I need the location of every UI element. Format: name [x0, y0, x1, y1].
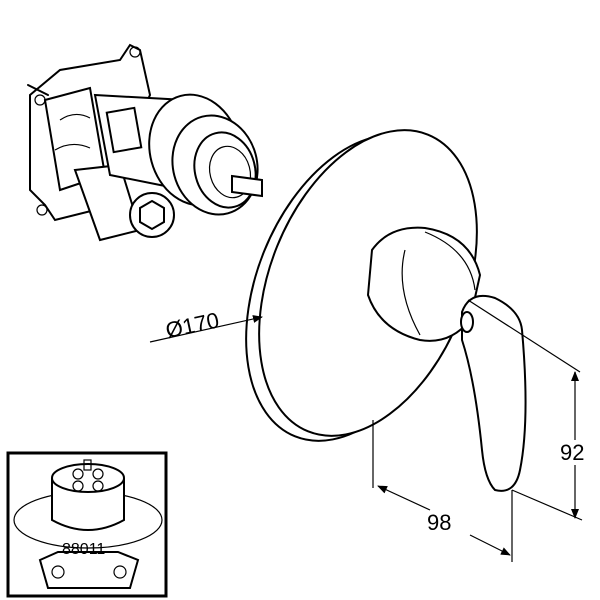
depth-label: 98 — [427, 510, 451, 535]
cover-plate — [245, 129, 478, 442]
height-label: 92 — [560, 440, 584, 465]
inset-part-number: 88011 — [62, 541, 105, 558]
depth-dimension: 98 — [372, 420, 513, 562]
concealed-valve-body — [27, 43, 263, 242]
lever-handle — [460, 294, 527, 492]
diameter-label: Ø170 — [163, 307, 221, 343]
inset-box — [6, 451, 168, 598]
height-dimension: 92 — [467, 299, 584, 521]
